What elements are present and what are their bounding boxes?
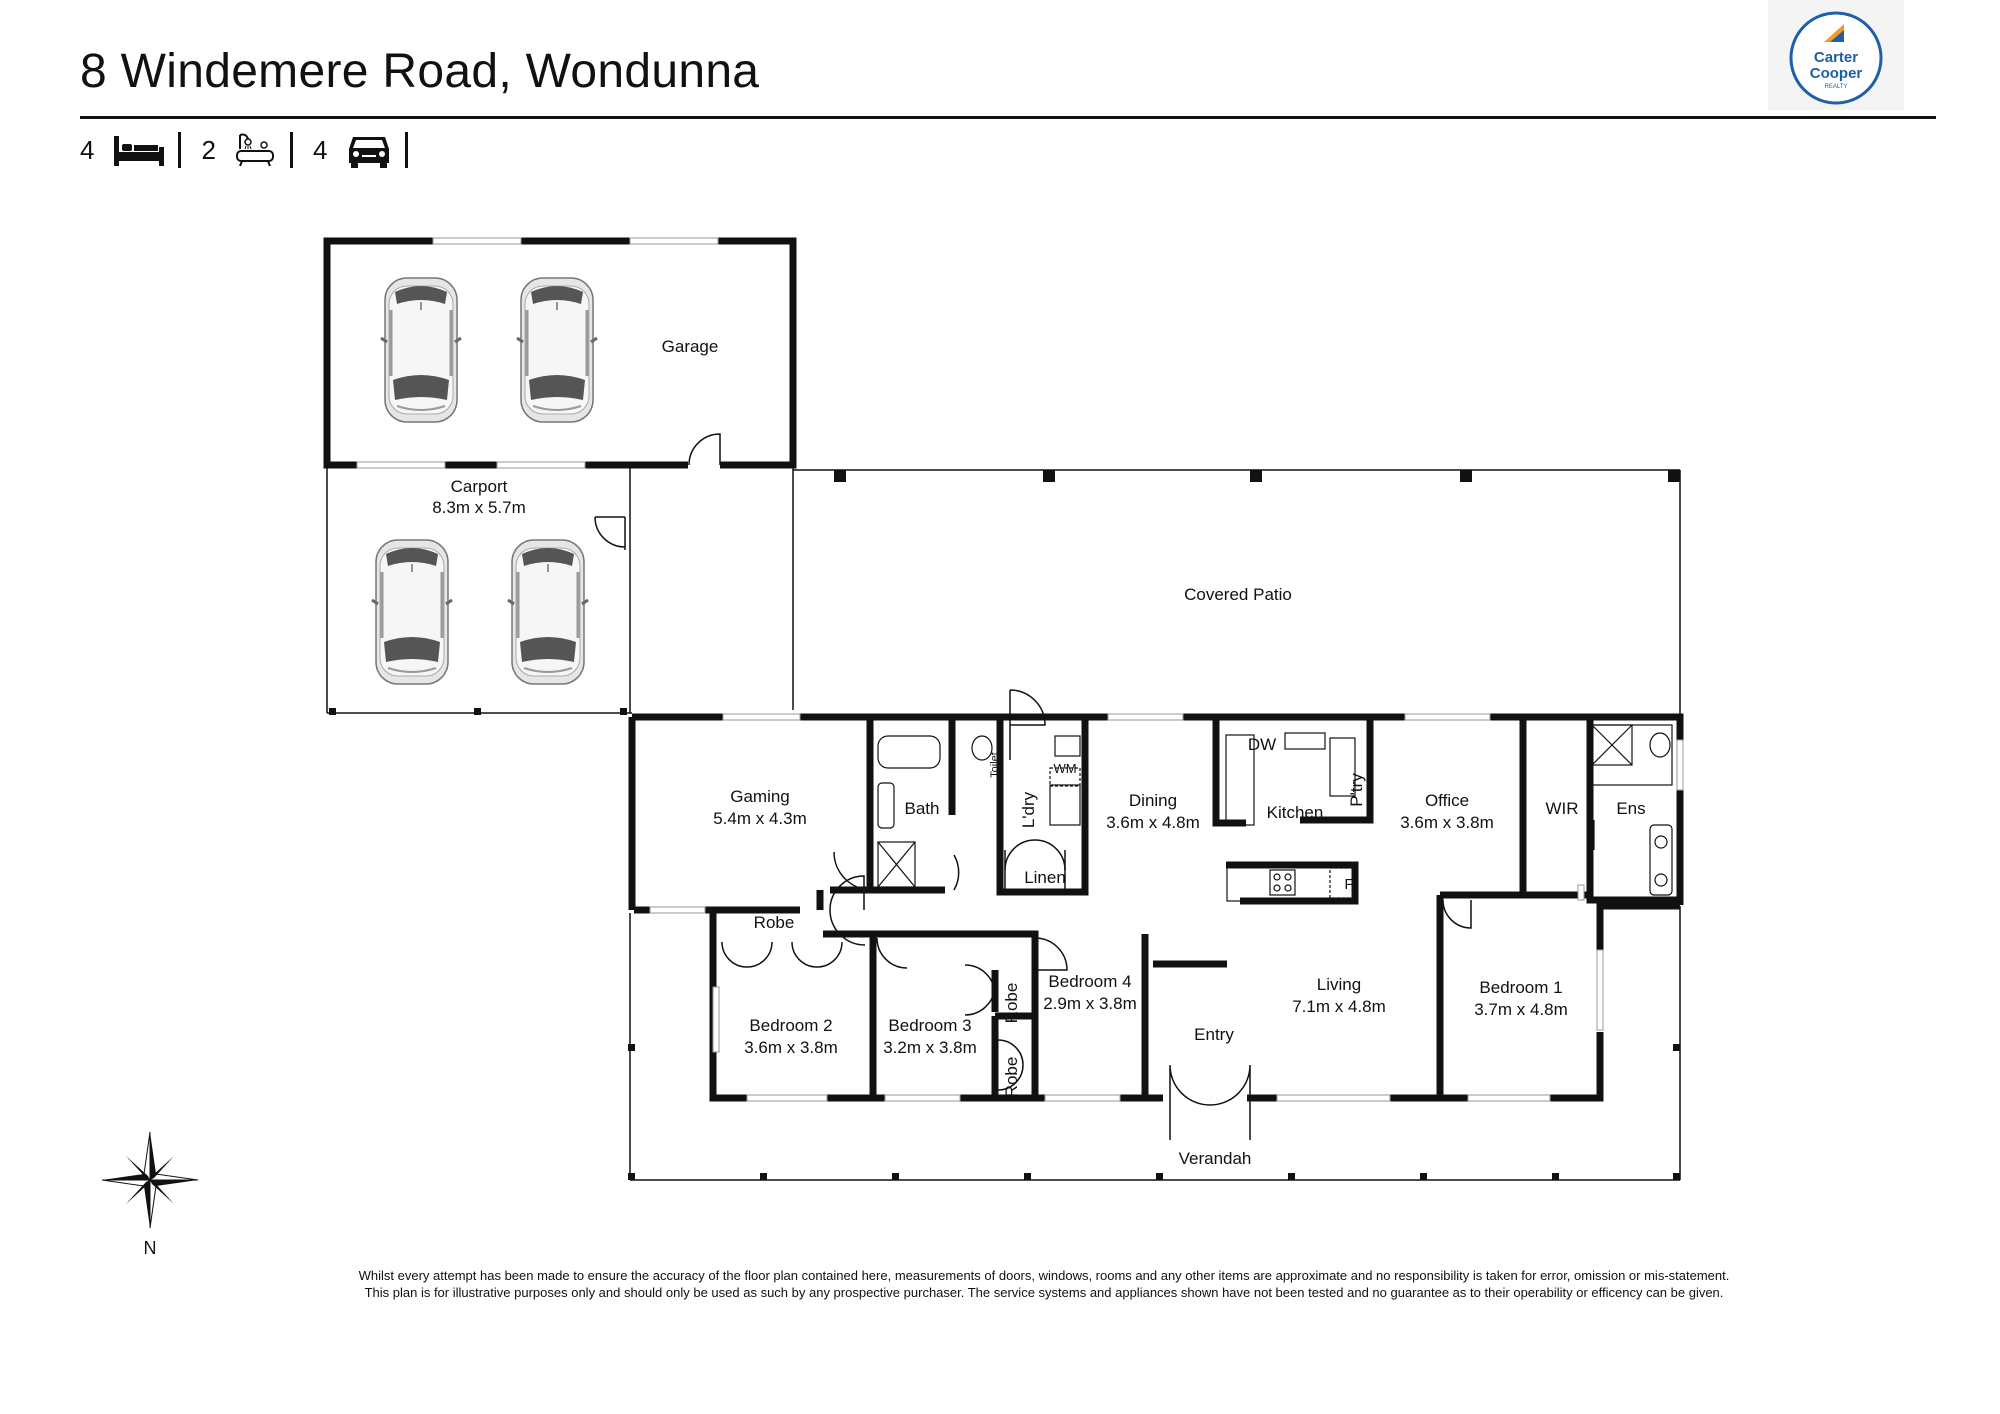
dishwasher-label: DW <box>1248 735 1276 754</box>
bedroom3-size: 3.2m x 3.8m <box>883 1038 977 1057</box>
page-title: 8 Windemere Road, Wondunna <box>80 45 760 98</box>
living-size: 7.1m x 4.8m <box>1292 997 1386 1016</box>
doors <box>721 689 1472 1140</box>
robe-label: Robe <box>1002 1057 1021 1098</box>
office-size: 3.6m x 3.8m <box>1400 813 1494 832</box>
robe-label: Robe <box>754 913 795 932</box>
cooktop-icon <box>1269 869 1296 896</box>
bedroom3-label: Bedroom 3 <box>888 1016 971 1035</box>
wir-label: WIR <box>1545 799 1578 818</box>
car-icon <box>345 131 393 169</box>
gaming-size: 5.4m x 4.3m <box>713 809 807 828</box>
bedroom1-size: 3.7m x 4.8m <box>1474 1000 1568 1019</box>
shower-icon <box>877 841 916 888</box>
disclaimer: Whilst every attempt has been made to en… <box>284 1267 1804 1301</box>
bedrooms-feature: 4 <box>80 132 201 168</box>
garage-label: Garage <box>662 337 719 356</box>
logo-text-line1: Carter <box>1814 49 1858 66</box>
robe-label: Robe <box>1002 983 1021 1024</box>
covered-patio-label: Covered Patio <box>1184 585 1292 604</box>
dining-size: 3.6m x 4.8m <box>1106 813 1200 832</box>
logo-text-line2: Cooper <box>1810 65 1863 82</box>
entry-label: Entry <box>1194 1025 1234 1044</box>
bedroom2-label: Bedroom 2 <box>749 1016 832 1035</box>
kitchen-label: Kitchen <box>1267 803 1324 822</box>
bedroom-count: 4 <box>80 134 95 165</box>
laundry-label: L'dry <box>1019 791 1038 828</box>
car-count: 4 <box>312 134 328 165</box>
living-label: Living <box>1317 975 1361 994</box>
fridge-label: F <box>1344 876 1353 893</box>
bedroom1-label: Bedroom 1 <box>1479 978 1562 997</box>
disclaimer-line1: Whilst every attempt has been made to en… <box>358 1268 1730 1283</box>
house-walls <box>628 713 1684 1102</box>
car-icon <box>370 538 454 686</box>
garage <box>323 237 797 469</box>
bed-icon <box>112 132 166 168</box>
dining-label: Dining <box>1129 791 1177 810</box>
toilet-label: Toilet <box>989 752 1001 778</box>
feature-divider <box>405 132 409 168</box>
bath-icon <box>234 131 278 169</box>
property-features: 4 2 4 <box>80 130 428 170</box>
windows <box>649 713 1684 1102</box>
bathrooms-feature: 2 <box>201 131 312 169</box>
bedroom4-label: Bedroom 4 <box>1048 972 1131 991</box>
car-icon <box>515 276 599 424</box>
logo-text-line3: REALTY <box>1825 84 1848 90</box>
disclaimer-line2: This plan is for illustrative purposes o… <box>364 1285 1724 1300</box>
toilet-icon <box>971 735 993 761</box>
fixtures <box>877 724 1673 902</box>
gaming-label: Gaming <box>730 787 790 806</box>
verandah <box>628 906 1681 1181</box>
pantry-label: P'try <box>1347 773 1366 807</box>
sink-icon <box>1054 735 1081 757</box>
carport-label: Carport <box>451 477 508 496</box>
bathroom-count: 2 <box>201 134 216 165</box>
feature-divider <box>178 132 182 168</box>
bathtub-icon <box>877 735 941 769</box>
compass-icon: N <box>101 1131 199 1258</box>
car-icon <box>506 538 590 686</box>
office-label: Office <box>1425 791 1469 810</box>
covered-patio <box>792 465 1681 714</box>
bedroom4-size: 2.9m x 3.8m <box>1043 994 1137 1013</box>
car-icon <box>379 276 463 424</box>
header-divider <box>80 116 1936 119</box>
basin-icon <box>877 782 895 829</box>
kitchen-sink-icon <box>1284 732 1326 750</box>
agency-logo: Carter Cooper REALTY <box>1768 0 1904 110</box>
feature-divider <box>289 132 293 168</box>
wm-label: WM <box>1053 761 1076 776</box>
carport <box>326 465 632 715</box>
carport-size: 8.3m x 5.7m <box>432 498 526 517</box>
compass-north-label: N <box>144 1238 157 1258</box>
ensuite-label: Ens <box>1616 799 1645 818</box>
carspaces-feature: 4 <box>313 131 428 169</box>
verandah-label: Verandah <box>1179 1149 1252 1168</box>
bath-label: Bath <box>905 799 940 818</box>
bedroom2-size: 3.6m x 3.8m <box>744 1038 838 1057</box>
linen-label: Linen <box>1024 868 1066 887</box>
